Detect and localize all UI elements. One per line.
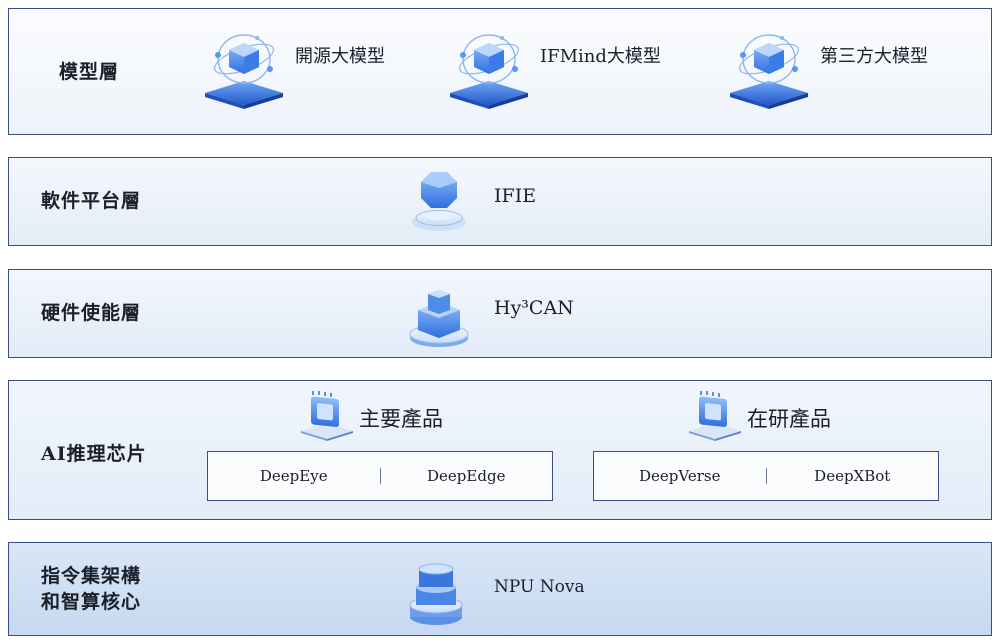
product-deepeye: DeepEye bbox=[259, 467, 328, 485]
chip-group-main: 主要產品 bbox=[299, 391, 443, 441]
octagon-pedestal-icon bbox=[404, 166, 474, 236]
product-deepxbot: DeepXBot bbox=[814, 467, 891, 485]
chip-group-label: 在研產品 bbox=[747, 407, 831, 431]
model-layer-title: 模型層 bbox=[59, 61, 120, 83]
hardware-item-hy3can: Hy³CAN bbox=[404, 280, 574, 350]
model-layer: 模型層 開源大模型 IFMind大模型 第三方大模型 bbox=[8, 8, 992, 135]
cube-stack-icon bbox=[404, 280, 474, 350]
hardware-item-label: Hy³CAN bbox=[494, 297, 574, 319]
instruction-set-architecture-layer: 指令集架構 和智算核心 NPU Nova bbox=[8, 542, 992, 636]
chip-icon bbox=[687, 391, 743, 441]
model-item-label: 第三方大模型 bbox=[820, 46, 928, 67]
product-box-in-development: DeepVerse DeepXBot bbox=[593, 451, 939, 501]
ai-layer-title: AI推理芯片 bbox=[41, 443, 147, 465]
npu-item-label: NPU Nova bbox=[494, 577, 585, 597]
software-layer-title: 軟件平台層 bbox=[41, 190, 142, 212]
software-item-label: IFIE bbox=[494, 185, 537, 207]
software-platform-layer: 軟件平台層 IFIE bbox=[8, 157, 992, 246]
cylinder-stack-icon bbox=[406, 551, 466, 631]
hardware-enablement-layer: 硬件使能層 Hy³CAN bbox=[8, 269, 992, 358]
model-item-third-party: 第三方大模型 bbox=[724, 29, 928, 109]
globe-cube-icon bbox=[199, 29, 289, 109]
chip-group-label: 主要產品 bbox=[359, 407, 443, 431]
hardware-layer-title: 硬件使能層 bbox=[41, 302, 142, 324]
chip-icon bbox=[299, 391, 355, 441]
globe-cube-icon bbox=[444, 29, 534, 109]
model-item-label: IFMind大模型 bbox=[540, 46, 661, 67]
product-box-main: DeepEye DeepEdge bbox=[207, 451, 553, 501]
product-deepverse: DeepVerse bbox=[639, 467, 721, 485]
model-item-label: 開源大模型 bbox=[295, 46, 385, 67]
product-separator bbox=[765, 468, 767, 484]
model-item-ifmind: IFMind大模型 bbox=[444, 29, 661, 109]
npu-layer-title: 指令集架構 和智算核心 bbox=[41, 565, 142, 613]
product-deepedge: DeepEdge bbox=[427, 467, 506, 485]
product-separator bbox=[379, 468, 381, 484]
npu-item-nova: NPU Nova bbox=[406, 551, 585, 631]
model-item-open-source: 開源大模型 bbox=[199, 29, 385, 109]
software-item-ifie: IFIE bbox=[404, 166, 536, 236]
ai-inference-chip-layer: AI推理芯片 主要產品 DeepEye DeepEdge 在研產品 DeepVe… bbox=[8, 380, 992, 520]
chip-group-in-development: 在研產品 bbox=[687, 391, 831, 441]
globe-cube-icon bbox=[724, 29, 814, 109]
